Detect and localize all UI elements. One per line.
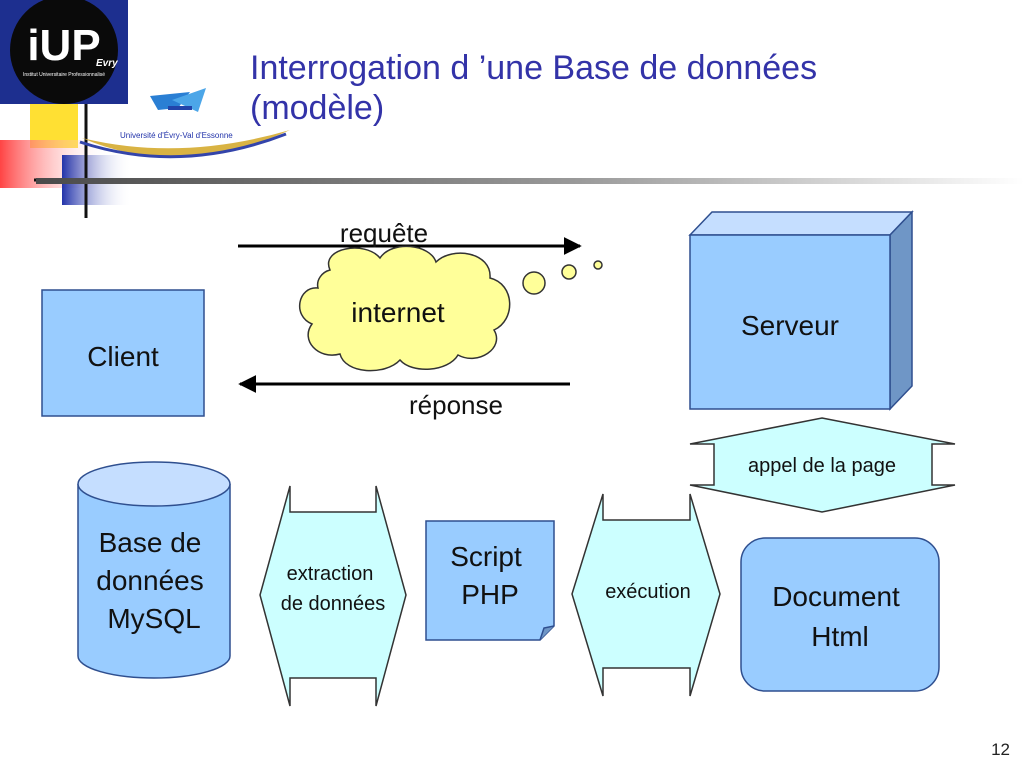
response-label: réponse <box>409 390 503 420</box>
internet-cloud: internet <box>298 245 603 372</box>
extraction-label-line2: de données <box>281 593 386 615</box>
university-logo: Université d'Évry-Val d'Essonne <box>79 88 290 159</box>
extraction-arrow: extraction de données <box>259 485 407 707</box>
database-label-line2: données <box>96 565 203 596</box>
php-script-label-line1: Script <box>450 541 522 572</box>
client-box: Client <box>41 289 205 417</box>
page-call-arrow: appel de la page <box>689 417 956 513</box>
server-label: Serveur <box>741 310 839 341</box>
decoration-squares <box>0 95 132 218</box>
iup-logo-tagline: Evry <box>96 58 118 69</box>
iup-logo: iUP Evry Institut Universitaire Professi… <box>0 0 128 104</box>
execution-label: exécution <box>605 581 691 603</box>
iup-logo-text: iUP <box>27 21 100 70</box>
server-box: Serveur <box>688 210 914 411</box>
extraction-label-line1: extraction <box>287 563 374 585</box>
php-script-label-line2: PHP <box>461 579 519 610</box>
iup-logo-subtitle: Institut Universitaire Professionnalisé <box>23 72 105 78</box>
database-label-line3: MySQL <box>107 603 200 634</box>
request-label: requête <box>340 218 428 248</box>
slide-title: Interrogation d ’une Base de données (mo… <box>250 49 818 127</box>
html-document-box: Document Html <box>740 537 940 692</box>
title-rule <box>36 178 1024 184</box>
php-script-document: Script PHP <box>425 520 555 641</box>
database-label-line1: Base de <box>99 527 202 558</box>
execution-arrow: exécution <box>571 493 721 697</box>
internet-label: internet <box>351 297 445 328</box>
page-number: 12 <box>991 740 1010 759</box>
client-label: Client <box>87 341 159 372</box>
database-cylinder: Base de données MySQL <box>77 461 231 679</box>
html-document-label-line1: Document <box>772 581 900 612</box>
university-logo-text: Université d'Évry-Val d'Essonne <box>120 131 233 140</box>
html-document-label-line2: Html <box>811 621 869 652</box>
page-call-label: appel de la page <box>748 455 896 477</box>
